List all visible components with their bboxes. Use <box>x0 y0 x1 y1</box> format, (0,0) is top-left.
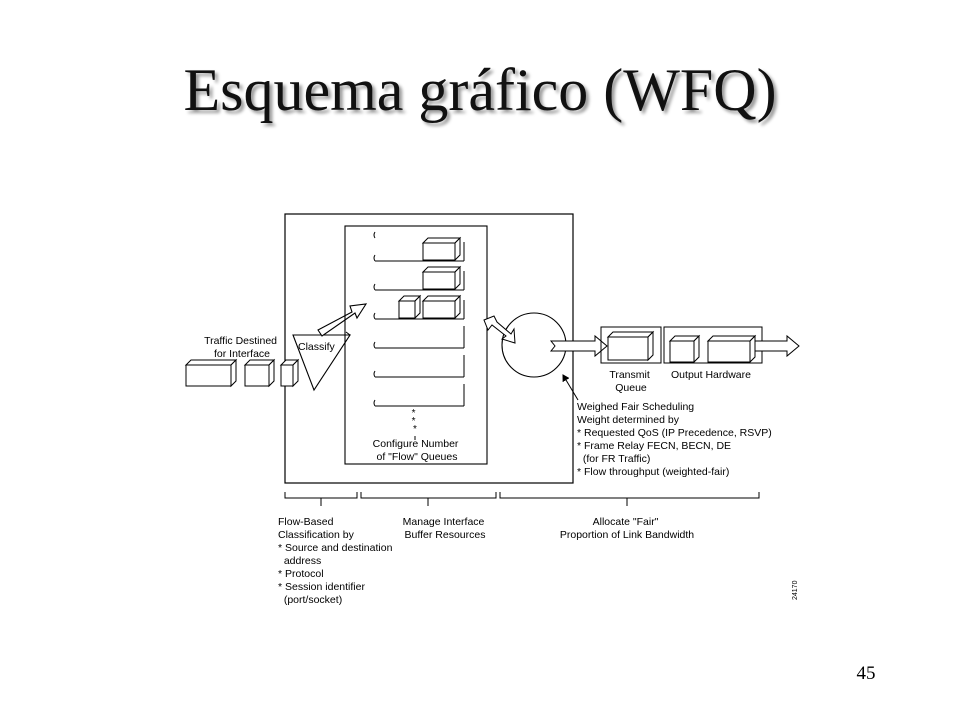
output-arrow <box>754 334 800 358</box>
output-hardware-label: Output Hardware <box>671 369 751 381</box>
stage-classification-label: Flow-Based Classification by * Source an… <box>278 516 395 606</box>
stage-allocate-label: Allocate "Fair" Proportion of Link Bandw… <box>560 516 694 541</box>
queued-packet <box>421 236 462 262</box>
transmit-queue-label: Transmit Queue <box>609 369 652 394</box>
input-label: Traffic Destined for Interface <box>204 335 280 360</box>
page-title: Esquema gráfico (WFQ) <box>183 57 777 123</box>
transmit-packet <box>606 330 655 362</box>
classify-label: Classify <box>298 341 336 353</box>
page-number: 45 <box>856 663 876 684</box>
scheduling-notes: Weighed Fair Scheduling Weight determine… <box>577 401 775 478</box>
incoming-packet <box>184 358 238 388</box>
incoming-packet <box>243 358 276 388</box>
transmit-arrow <box>549 334 608 358</box>
stage-brackets <box>284 492 760 506</box>
figure-id: 24170 <box>792 580 799 600</box>
queued-packet <box>397 294 422 320</box>
scheduler-leader <box>562 374 579 401</box>
queue-rails <box>373 231 465 407</box>
queued-packet <box>421 294 462 320</box>
queue-ellipsis: * * * <box>412 408 419 435</box>
transmit-queue-box <box>600 326 662 364</box>
output-packet <box>706 334 757 364</box>
incoming-packet <box>279 358 300 388</box>
flow-queues-box <box>344 225 488 465</box>
queues-label: Configure Number of "Flow" Queues <box>373 438 462 463</box>
scheduler-input-arrow <box>483 315 516 344</box>
stage-buffer-label: Manage Interface Buffer Resources <box>403 516 488 541</box>
queued-packet <box>421 265 462 291</box>
output-packet <box>668 334 701 364</box>
classify-arrow <box>317 303 368 337</box>
